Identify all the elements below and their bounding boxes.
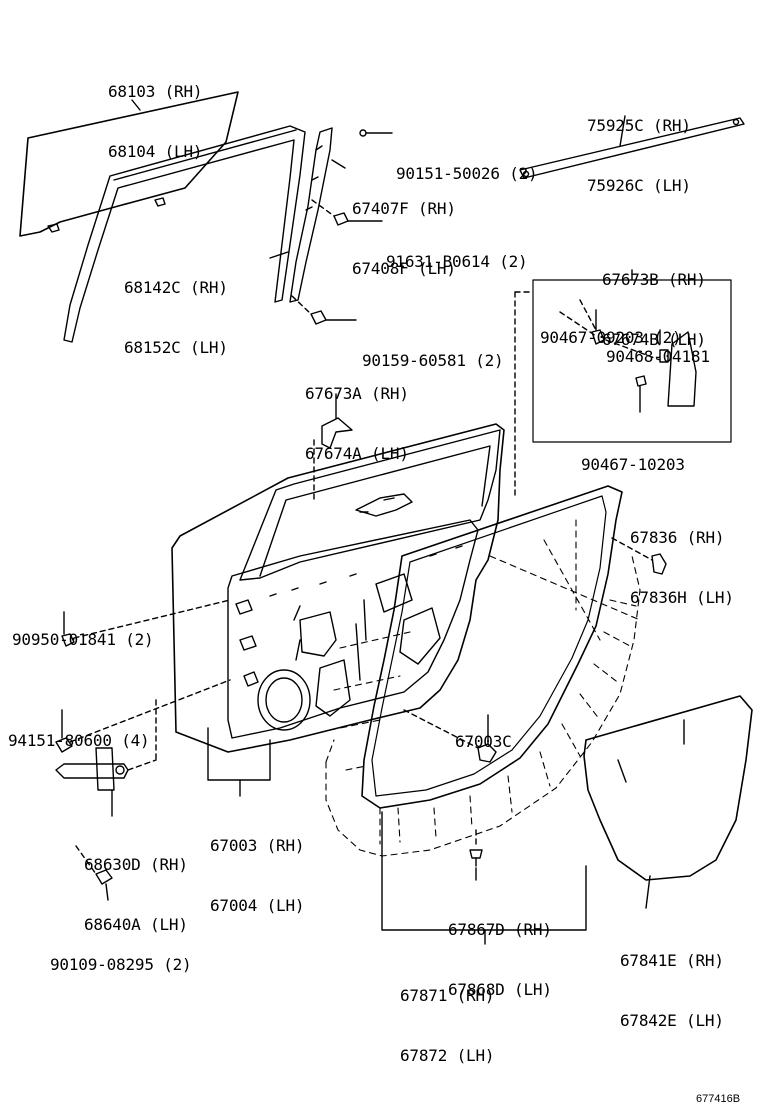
- label-clip-90467-09203[interactable]: 90467-09203 (2): [540, 288, 682, 368]
- label-line: 67003 (RH): [210, 836, 305, 855]
- clip-67867-part[interactable]: [469, 849, 483, 867]
- label-line: 67842E (LH): [620, 1011, 724, 1030]
- label-door-glass[interactable]: 68103 (RH) 68104 (LH): [108, 42, 203, 182]
- label-line: 67004 (LH): [210, 896, 305, 915]
- bolt-90109-icon[interactable]: [95, 869, 113, 901]
- label-door-panel[interactable]: 67003 (RH) 67004 (LH): [210, 796, 305, 936]
- label-line: 90159-60581 (2): [362, 351, 504, 370]
- hole-cover-part[interactable]: [477, 743, 497, 763]
- garnish-b-part[interactable]: [591, 329, 697, 407]
- label-line: 90109-08295 (2): [50, 955, 192, 974]
- label-line: 67872 (LH): [400, 1046, 495, 1065]
- label-garnish-b[interactable]: 67673B (RH) 67674B (LH): [602, 230, 706, 370]
- glass-run-part[interactable]: [63, 125, 306, 343]
- seal-dash: [611, 537, 653, 561]
- leader-glass: [131, 99, 141, 111]
- label-plug-90950[interactable]: 90950-01841 (2): [12, 590, 154, 670]
- garnish-b-dash-link: [514, 291, 531, 499]
- hidden-outline-dashes: [325, 555, 641, 857]
- label-line: 67673B (RH): [602, 270, 706, 289]
- label-line: 68630D (RH): [84, 855, 188, 874]
- label-clip-90468[interactable]: 90468-04181: [606, 307, 710, 387]
- label-line: 75926C (LH): [587, 176, 691, 195]
- label-seal-67836[interactable]: 67836 (RH) 67836H (LH): [630, 488, 734, 628]
- label-line: 90151-50026 (2): [396, 164, 538, 183]
- label-line: 67836 (RH): [630, 528, 725, 547]
- label-line: 67871 (RH): [400, 986, 495, 1005]
- label-line: 68152C (LH): [124, 338, 228, 357]
- bolt-90109-dash: [75, 845, 97, 875]
- door-panel-bracket: [207, 727, 271, 781]
- garnish-a-part[interactable]: [321, 417, 353, 449]
- label-clip-67867[interactable]: 67867D (RH) 67868D (LH): [448, 880, 552, 1020]
- plug-dash: [73, 599, 231, 639]
- service-cover-part[interactable]: [583, 695, 753, 881]
- label-line: 68640A (LH): [84, 915, 188, 934]
- bolt-90159-icon[interactable]: [291, 295, 357, 325]
- outside-molding-part[interactable]: [519, 117, 745, 179]
- seal-67836-part[interactable]: [651, 553, 667, 575]
- run-channel-part[interactable]: [289, 127, 333, 303]
- label-line: 67841E (RH): [620, 951, 724, 970]
- label-line: 75925C (RH): [587, 116, 691, 135]
- label-weatherstrip[interactable]: 67871 (RH) 67872 (LH): [400, 946, 495, 1086]
- leader-run-channel: [331, 159, 346, 169]
- label-outside-molding[interactable]: 75925C (RH) 75926C (LH): [587, 76, 691, 216]
- leader-outside-molding: [619, 115, 626, 147]
- label-bolt-90151[interactable]: 90151-50026 (2): [396, 124, 538, 204]
- label-line: 67003C: [455, 732, 512, 751]
- label-line: 90950-01841 (2): [12, 630, 154, 649]
- label-line: 67674A (LH): [305, 444, 409, 463]
- label-bolt-91631[interactable]: 91631-B0614 (2): [386, 212, 528, 292]
- bolt-90151-icon[interactable]: [359, 129, 393, 137]
- label-line: 68103 (RH): [108, 82, 203, 101]
- label-run-channel[interactable]: 67407F (RH) 67408F (LH): [352, 159, 456, 299]
- label-hole-cover[interactable]: 67003C: [455, 692, 512, 772]
- label-line: 67407F (RH): [352, 199, 456, 218]
- weatherstrip-part[interactable]: [361, 485, 623, 809]
- label-line: 67673A (RH): [305, 384, 409, 403]
- label-service-cover[interactable]: 67841E (RH) 67842E (LH): [620, 911, 724, 1051]
- label-bolt-94151[interactable]: 94151-80600 (4): [8, 691, 150, 771]
- label-line: 90468-04181: [606, 347, 710, 366]
- plug-90950-icon[interactable]: [61, 633, 75, 647]
- label-line: 94151-80600 (4): [8, 731, 150, 750]
- label-line: 67868D (LH): [448, 980, 552, 999]
- label-clip-90467-10203[interactable]: 90467-10203: [581, 415, 685, 495]
- label-garnish-a[interactable]: 67673A (RH) 67674A (LH): [305, 344, 409, 484]
- label-line: 90467-09203 (2): [540, 328, 682, 347]
- label-line: 90467-10203: [581, 455, 685, 474]
- label-door-check[interactable]: 68630D (RH) 68640A (LH): [84, 815, 188, 955]
- garnish-b-dashes: [559, 299, 661, 361]
- door-glass-part[interactable]: [19, 91, 239, 237]
- label-line: 91631-B0614 (2): [386, 252, 528, 271]
- label-line: 67867D (RH): [448, 920, 552, 939]
- label-line: 67836H (LH): [630, 588, 734, 607]
- leader-glass-run: [269, 251, 289, 259]
- hidden-detail-dashes: [329, 519, 641, 845]
- bolt-91631-icon[interactable]: [311, 199, 383, 226]
- label-line: 67674B (LH): [602, 330, 706, 349]
- diagram-code: 677416B: [696, 1093, 741, 1105]
- bolt-94151-icon[interactable]: [55, 737, 73, 753]
- label-line: 68104 (LH): [108, 142, 203, 161]
- door-check-dash: [127, 759, 157, 771]
- leader-service-cover: [645, 875, 651, 909]
- label-glass-run[interactable]: 68142C (RH) 68152C (LH): [124, 238, 228, 378]
- label-bolt-90159[interactable]: 90159-60581 (2): [362, 311, 504, 391]
- label-line: 68142C (RH): [124, 278, 228, 297]
- bolt-94151-dash: [69, 679, 231, 743]
- label-bolt-90109[interactable]: 90109-08295 (2): [50, 915, 192, 995]
- door-panel-part[interactable]: [171, 423, 505, 753]
- hole-cover-dash: [403, 709, 479, 749]
- weatherstrip-bracket: [381, 811, 587, 931]
- label-line: 67408F (LH): [352, 259, 456, 278]
